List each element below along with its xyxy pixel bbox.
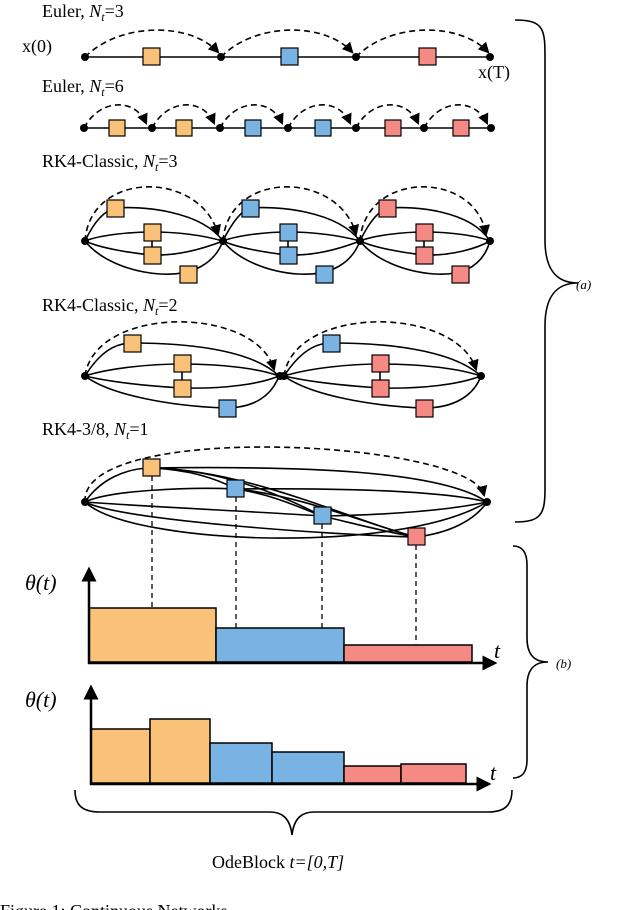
theta-bar	[271, 751, 345, 784]
euler-nt3-title: Euler, Nt=3	[42, 1, 124, 24]
brace-a	[514, 19, 579, 523]
theta-bar	[149, 718, 211, 784]
time-axis-label: t	[490, 760, 497, 785]
theta-bar	[215, 627, 345, 663]
theta-bar	[400, 763, 467, 784]
theta-bar	[88, 607, 217, 663]
brace-a-label: (a)	[576, 277, 591, 292]
euler-step-box	[418, 47, 437, 66]
rk4c-nt3-title: RK4-Classic, Nt=3	[42, 151, 178, 174]
brace-b-label: (b)	[556, 656, 571, 671]
theta-axis-label: θ(t)	[25, 570, 57, 595]
theta-bar	[209, 742, 273, 784]
theta-bar	[90, 728, 151, 784]
euler-step-box	[280, 47, 299, 66]
rk4c-nt2-graph	[81, 321, 485, 418]
euler-nt6-graph	[80, 104, 495, 137]
rk438-nt1-title: RK4-3/8, Nt=1	[42, 419, 149, 442]
bottom-brace	[74, 789, 513, 836]
xT-label: x(T)	[478, 62, 510, 83]
rk4c-nt2-title: RK4-Classic, Nt=2	[42, 295, 178, 318]
figure-caption: Figure 1: Continuous Networks, ...	[0, 901, 250, 910]
theta-plot-1: θ(t) t	[25, 566, 501, 671]
theta-bar	[343, 644, 473, 663]
theta-bar	[343, 765, 402, 784]
theta-plot-2: θ(t) t	[25, 684, 497, 792]
theta-axis-label: θ(t)	[25, 687, 57, 712]
brace-b	[512, 545, 549, 779]
euler-nt3-graph	[81, 29, 494, 66]
time-axis-label: t	[494, 638, 501, 663]
rk438-nt1-graph	[81, 446, 491, 546]
odeblock-label: OdeBlock t=[0,T]	[212, 852, 344, 872]
x0-label: x(0)	[22, 36, 52, 57]
rk4c-nt3-graph	[81, 186, 494, 284]
euler-nt6-title: Euler, Nt=6	[42, 76, 124, 99]
euler-step-box	[142, 47, 161, 66]
